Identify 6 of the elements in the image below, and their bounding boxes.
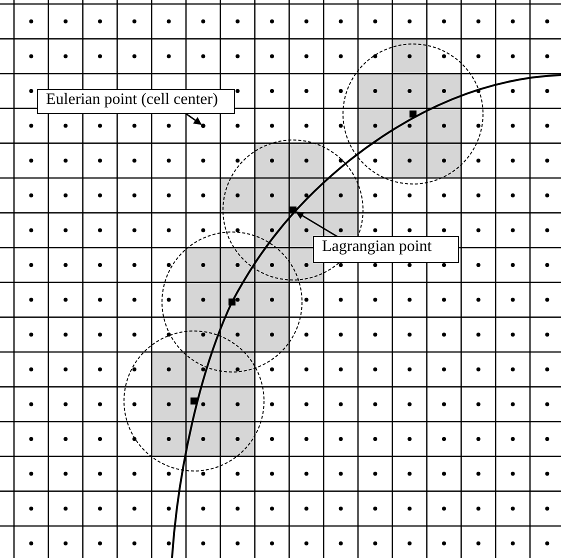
leader-arrow <box>296 211 338 238</box>
leader-arrow <box>184 112 202 125</box>
grid-point <box>201 124 206 128</box>
callout-label: Eulerian point (cell center) <box>37 89 235 114</box>
lagrangian-marker <box>290 206 296 214</box>
callout-label: Lagrangian point <box>313 236 459 263</box>
